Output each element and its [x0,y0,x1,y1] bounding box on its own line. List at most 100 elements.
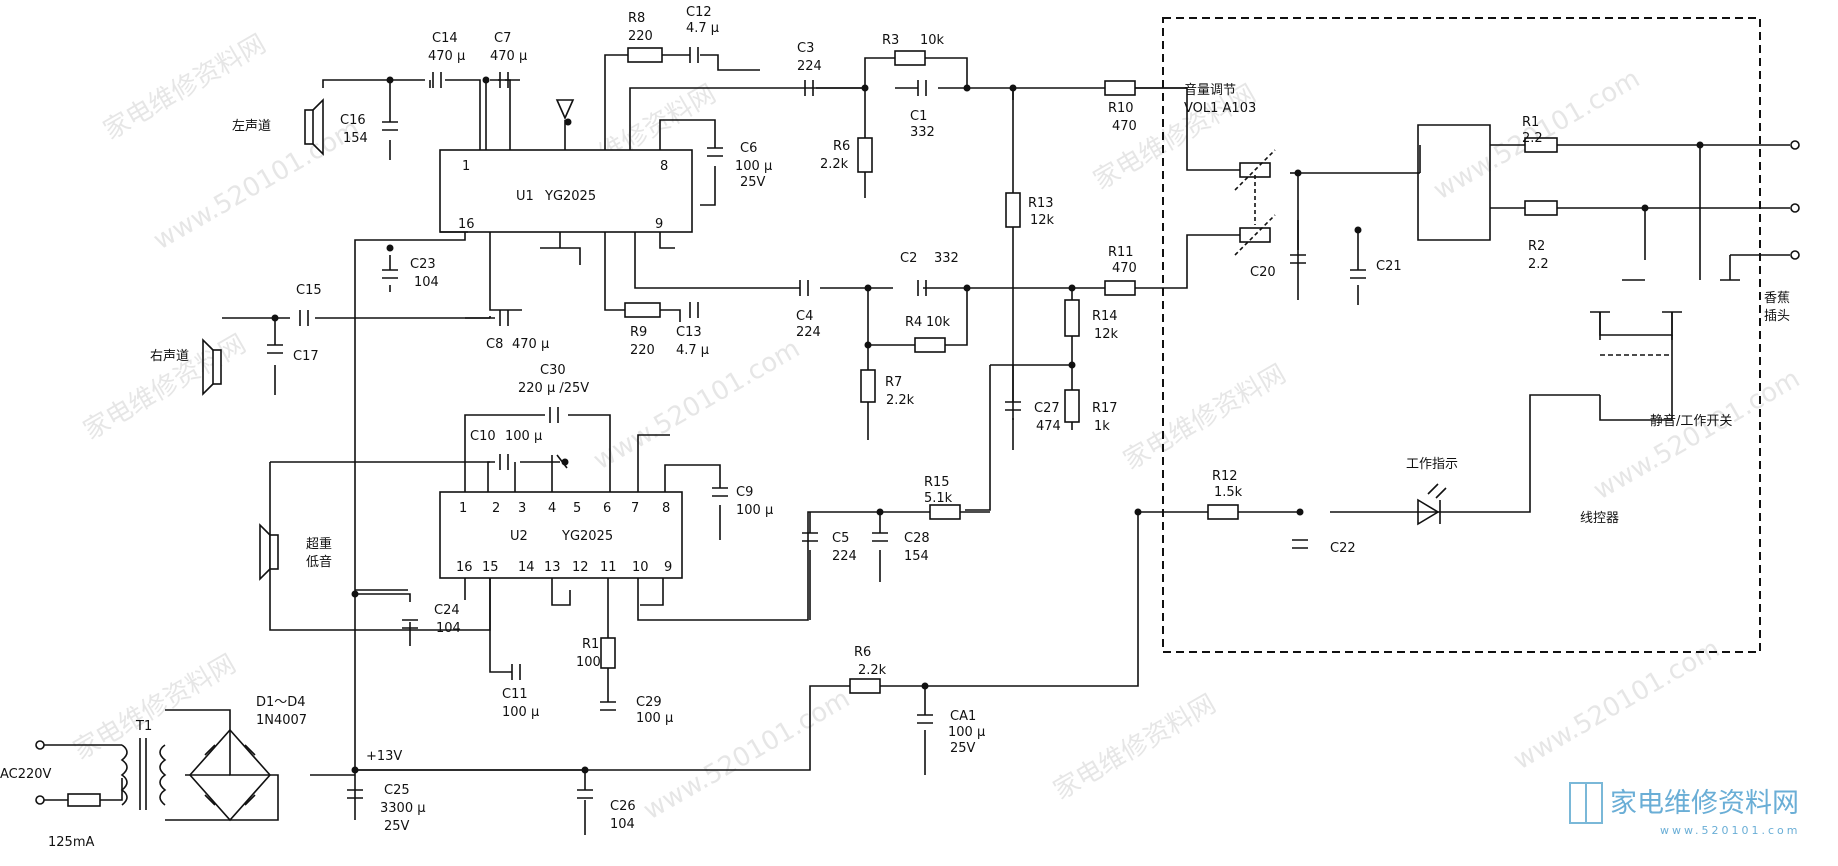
u2-pin-1: 1 [459,501,467,516]
label-r8: R8 [628,11,645,26]
ic-u2-body [439,491,683,579]
label-r15-value: 5.1k [924,491,953,506]
label-ca1: CA1 [950,709,976,724]
label-c25: C25 [384,783,410,798]
resistor-r2 [1524,200,1558,216]
label-c7-value: 470 μ [490,49,527,64]
resistor-r12 [1207,504,1239,520]
capacitor-c17 [267,344,283,354]
label-c24: C24 [434,603,460,618]
capacitor-c30 [549,407,559,423]
resistor-r8 [627,47,663,63]
u2-pin-2: 2 [492,501,500,516]
label-r12: R12 [1212,469,1238,484]
label-volume-name: VOL1 A103 [1184,101,1256,116]
label-c13-value: 4.7 μ [676,343,709,358]
label-c14: C14 [432,31,458,46]
label-jack-2: 插头 [1764,309,1790,324]
label-r12-value: 1.5k [1214,485,1243,500]
capacitor-c23 [382,269,398,279]
label-c12: C12 [686,5,712,20]
capacitor-c20 [1290,254,1306,264]
wires [40,54,1790,835]
u2-pin-6: 6 [603,501,611,516]
label-r4-value: 10k [926,315,951,330]
bridge-rectifier [188,728,272,822]
capacitor-c26 [577,789,593,799]
u2-pins-bottom: 16 15 14 13 12 11 10 9 [456,560,672,575]
label-c5-value: 224 [832,549,857,564]
label-r1-value: 2.2 [1522,131,1543,146]
label-r2: R2 [1528,239,1545,254]
label-r2-value: 2.2 [1528,257,1549,272]
label-r11-value: 470 [1112,261,1137,276]
label-c30-value: 220 μ /25V [518,381,589,396]
jack-terminal-3 [1790,250,1800,260]
label-mute-switch: 静音/工作开关 [1650,413,1732,429]
label-c1: C1 [910,109,927,124]
u2-pin-12: 12 [572,560,589,575]
label-r6a-value: 2.2k [820,157,849,172]
u1-part: YG2025 [544,189,596,204]
resistor-r7 [860,369,876,403]
u2-part: YG2025 [561,529,613,544]
potentiometer-vol1 [1234,149,1276,256]
u2-pin-15: 15 [482,560,499,575]
label-c15: C15 [296,283,322,298]
u1-pin-9: 9 [655,217,663,232]
capacitor-c29 [600,701,616,711]
led-indicator [1417,483,1447,526]
speaker-left [304,98,324,156]
watermark-11: www.520101.com [639,684,856,826]
capacitor-c2 [917,280,927,296]
jack-terminal-2 [1790,203,1800,213]
label-c26-value: 104 [610,817,635,832]
label-c16-value: 154 [343,131,368,146]
label-r10: R10 [1108,101,1134,116]
watermark-10: 家电维修资料网 [69,649,242,766]
u1-pin-1: 1 [462,159,470,174]
capacitor-c7 [499,72,509,88]
label-c10-value: 100 μ [505,429,542,444]
u1-label: U1 [516,189,534,204]
label-c22: C22 [1330,541,1356,556]
u2-pin-14: 14 [518,560,535,575]
ac-terminal-2 [35,795,45,805]
capacitor-c11 [511,664,521,680]
label-r6a: R6 [833,139,850,154]
ic-u1-body [439,149,693,233]
logo-text: 家电维修资料网 [1610,788,1799,819]
u2-pin-16: 16 [456,560,473,575]
label-13v: +13V [366,749,402,764]
label-c4: C4 [796,309,813,324]
label-c5: C5 [832,531,849,546]
u2-label: U2 [510,529,528,544]
label-c27-value: 474 [1036,419,1061,434]
capacitor-c21 [1350,269,1366,279]
ac-terminal-1 [35,740,45,750]
label-c12-value: 4.7 μ [686,21,719,36]
label-r14: R14 [1092,309,1118,324]
label-c6-value-1: 100 μ [735,159,772,174]
label-t1: T1 [135,719,152,734]
label-r17: R17 [1092,401,1118,416]
u2-pin-13: 13 [544,560,561,575]
capacitor-c3 [804,80,814,96]
capacitor-c8 [499,310,509,326]
watermark-9: www.520101.com [1589,364,1806,506]
label-ca1-value-1: 100 μ [948,725,985,740]
label-c11-value: 100 μ [502,705,539,720]
label-c2-value: 332 [934,251,959,266]
u2-pin-10: 10 [632,560,649,575]
capacitor-c15 [299,310,309,326]
site-logo: 家电维修资料网 www.520101.com [1569,782,1799,837]
junctions [271,76,1704,774]
label-c21: C21 [1376,259,1402,274]
label-r17-value: 1k [1094,419,1110,434]
capacitor-c12 [689,47,699,63]
label-r3-value: 10k [920,33,945,48]
label-r3: R3 [882,33,899,48]
capacitor-c22 [1292,539,1308,549]
watermark-2: www.520101.com [149,114,366,256]
